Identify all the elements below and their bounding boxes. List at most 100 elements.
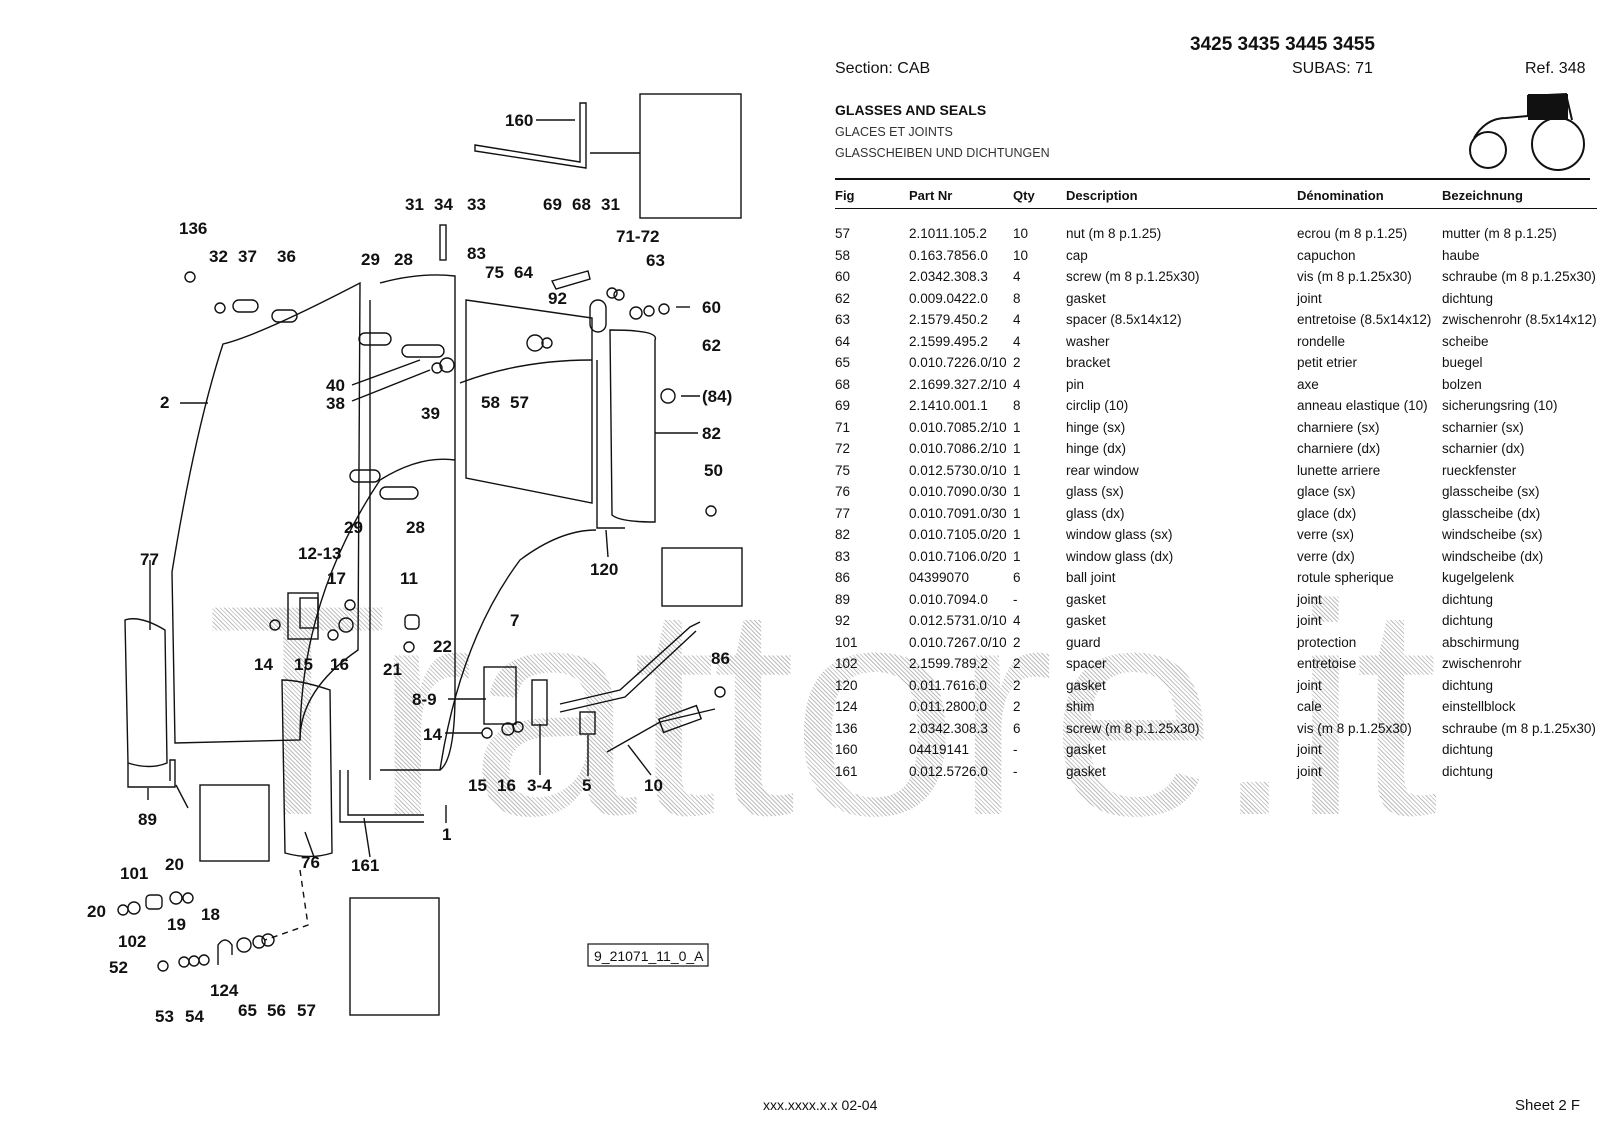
cell-denomination: verre (dx) [1297,548,1355,564]
svg-text:50: 50 [704,461,723,480]
svg-text:38: 38 [326,394,345,413]
cell-fig: 160 [835,742,858,758]
cell-bezeichnung: zwischenrohr [1442,656,1522,672]
svg-text:77: 77 [140,550,159,569]
cell-qty: 1 [1013,527,1021,543]
cell-qty: 4 [1013,333,1021,349]
cell-fig: 62 [835,290,851,306]
svg-text:54: 54 [185,1007,204,1026]
svg-text:62: 62 [702,336,721,355]
cell-description: gasket [1066,677,1106,693]
svg-text:14: 14 [254,655,273,674]
cell-bezeichnung: dichtung [1442,763,1494,779]
cell-bezeichnung: einstellblock [1442,699,1516,715]
cell-bezeichnung: bolzen [1442,376,1482,392]
svg-text:31: 31 [601,195,620,214]
cell-fig: 77 [835,505,851,521]
cell-part-nr: 04419141 [909,742,970,758]
cell-fig: 58 [835,247,851,263]
cell-part-nr: 0.010.7094.0 [909,591,988,607]
cell-fig: 161 [835,763,858,779]
cell-description: gasket [1066,613,1106,629]
cell-description: hinge (dx) [1066,441,1127,457]
svg-text:16: 16 [497,776,516,795]
svg-text:60: 60 [702,298,721,317]
svg-text:15: 15 [468,776,487,795]
svg-text:101: 101 [120,864,148,883]
cell-fig: 57 [835,226,851,242]
svg-text:29: 29 [361,250,380,269]
cell-part-nr: 0.010.7090.0/30 [909,484,1007,500]
svg-text:16: 16 [330,655,349,674]
cell-denomination: joint [1297,763,1322,779]
ref-label: Ref. 348 [1525,60,1586,77]
table-header-row: Fig Part Nr Qty Description Dénomination… [835,182,1597,209]
cell-part-nr: 0.010.7085.2/10 [909,419,1007,435]
cell-bezeichnung: abschirmung [1442,634,1520,650]
cell-bezeichnung: scharnier (sx) [1442,419,1524,435]
svg-text:160: 160 [505,111,533,130]
cell-denomination: entretoise (8.5x14x12) [1297,312,1432,328]
section-label: Section: CAB [835,60,931,77]
cell-fig: 83 [835,548,851,564]
cell-part-nr: 2.0342.308.3 [909,269,988,285]
cell-part-nr: 0.163.7856.0 [909,247,988,263]
cell-bezeichnung: buegel [1442,355,1483,371]
cell-qty: 1 [1013,441,1021,457]
cell-denomination: vis (m 8 p.1.25x30) [1297,269,1412,285]
cell-denomination: glace (sx) [1297,484,1356,500]
cell-qty: - [1013,742,1018,758]
cell-part-nr: 04399070 [909,570,970,586]
cell-description: gasket [1066,591,1106,607]
svg-text:40: 40 [326,376,345,395]
cell-denomination: cale [1297,699,1322,715]
svg-text:63: 63 [646,251,665,270]
cell-bezeichnung: schraube (m 8 p.1.25x30) [1442,269,1596,285]
cell-bezeichnung: windscheibe (dx) [1442,548,1544,564]
cell-qty: 2 [1013,355,1021,371]
cell-denomination: glace (dx) [1297,505,1357,521]
cell-fig: 68 [835,376,851,392]
cell-fig: 76 [835,484,851,500]
cell-fig: 65 [835,355,851,371]
cell-description: window glass (sx) [1066,527,1173,543]
cell-fig: 89 [835,591,851,607]
cell-fig: 136 [835,720,858,736]
svg-text:19: 19 [167,915,186,934]
svg-text:89: 89 [138,810,157,829]
cell-description: glass (dx) [1066,505,1125,521]
cell-bezeichnung: scheibe [1442,333,1489,349]
cell-part-nr: 0.010.7105.0/20 [909,527,1007,543]
cell-denomination: axe [1297,376,1319,392]
svg-text:29: 29 [344,518,363,537]
title-fr: GLACES ET JOINTS [835,125,953,139]
cell-denomination: joint [1297,613,1322,629]
svg-text:92: 92 [548,289,567,308]
svg-text:64: 64 [514,263,533,282]
title-en: GLASSES AND SEALS [835,102,987,118]
cell-description: screw (m 8 p.1.25x30) [1066,269,1200,285]
cell-qty: 10 [1013,226,1029,242]
cell-bezeichnung: mutter (m 8 p.1.25) [1442,226,1557,242]
cell-qty: 4 [1013,312,1021,328]
svg-text:102: 102 [118,932,146,951]
table-top-rule [835,178,1590,180]
cell-bezeichnung: dichtung [1442,591,1494,607]
svg-text:75: 75 [485,263,504,282]
cell-part-nr: 0.012.5730.0/10 [909,462,1007,478]
cell-qty: 4 [1013,269,1021,285]
svg-text:22: 22 [433,637,452,656]
svg-text:53: 53 [155,1007,174,1026]
cell-denomination: charniere (dx) [1297,441,1381,457]
